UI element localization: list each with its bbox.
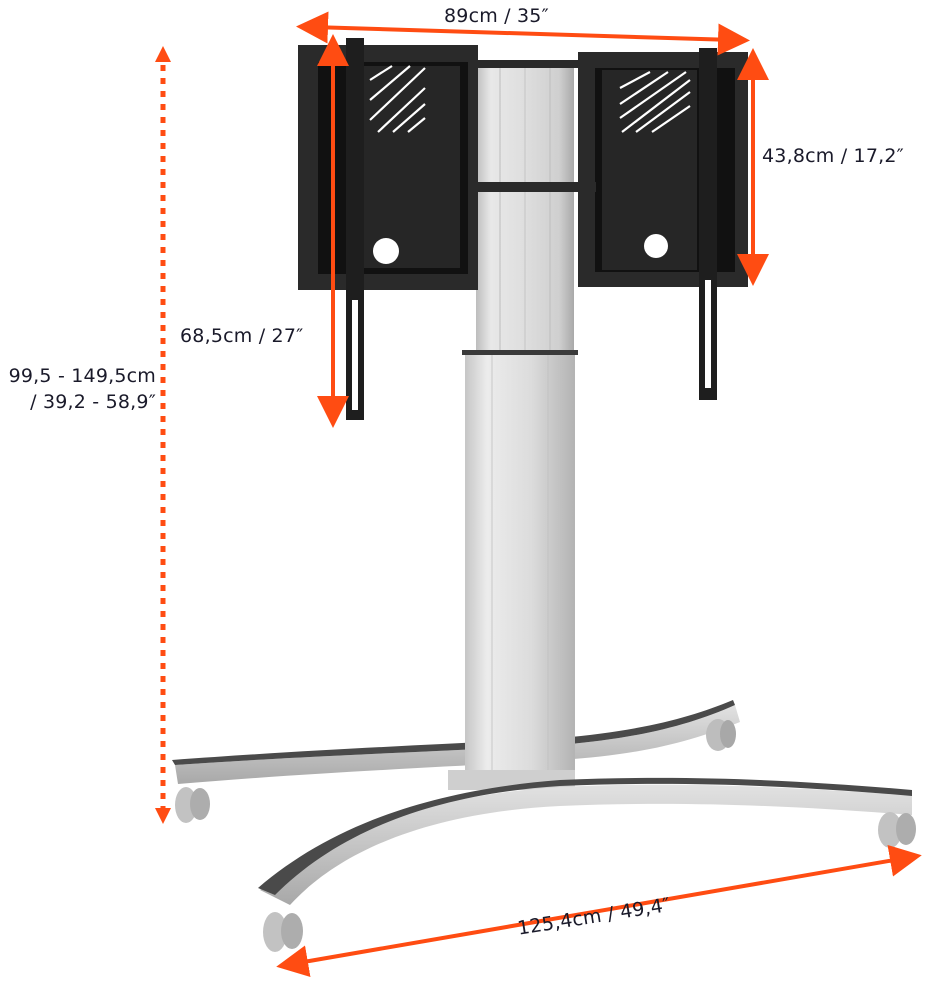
dimension-arrows: [155, 11, 922, 978]
caster-back-right: [706, 719, 736, 751]
mount-panel-right: [578, 52, 748, 287]
arm-height-label: 68,5cm / 27″: [180, 325, 304, 347]
crossbar: [470, 182, 596, 192]
total-height-label-line2: / 39,2 - 58,9″: [30, 391, 156, 413]
width-arrow: [296, 11, 750, 56]
base-width-arrow: [276, 844, 922, 978]
bracket-height-label: 43,8cm / 17,2″: [762, 145, 904, 167]
width-label: 89cm / 35″: [444, 5, 549, 27]
mount-panel-left: [298, 45, 478, 290]
caster-back-left: [175, 787, 210, 823]
total-height-label-line1: 99,5 - 149,5cm: [8, 365, 156, 387]
caster-front-right: [878, 812, 916, 848]
bracket-arm-right: [699, 48, 717, 400]
total-height-arrow-bottom: [155, 808, 171, 824]
top-rail: [470, 60, 595, 68]
column-upper: [476, 62, 574, 357]
column-lower: [462, 350, 578, 772]
bracket-arm-left: [346, 38, 364, 420]
base-front-leg: [258, 770, 912, 905]
total-height-arrow-top: [155, 46, 171, 62]
cable-hole-right: [644, 234, 668, 258]
cable-hole-left: [373, 238, 399, 264]
caster-front-left: [263, 912, 303, 952]
base-back-leg: [172, 700, 740, 784]
